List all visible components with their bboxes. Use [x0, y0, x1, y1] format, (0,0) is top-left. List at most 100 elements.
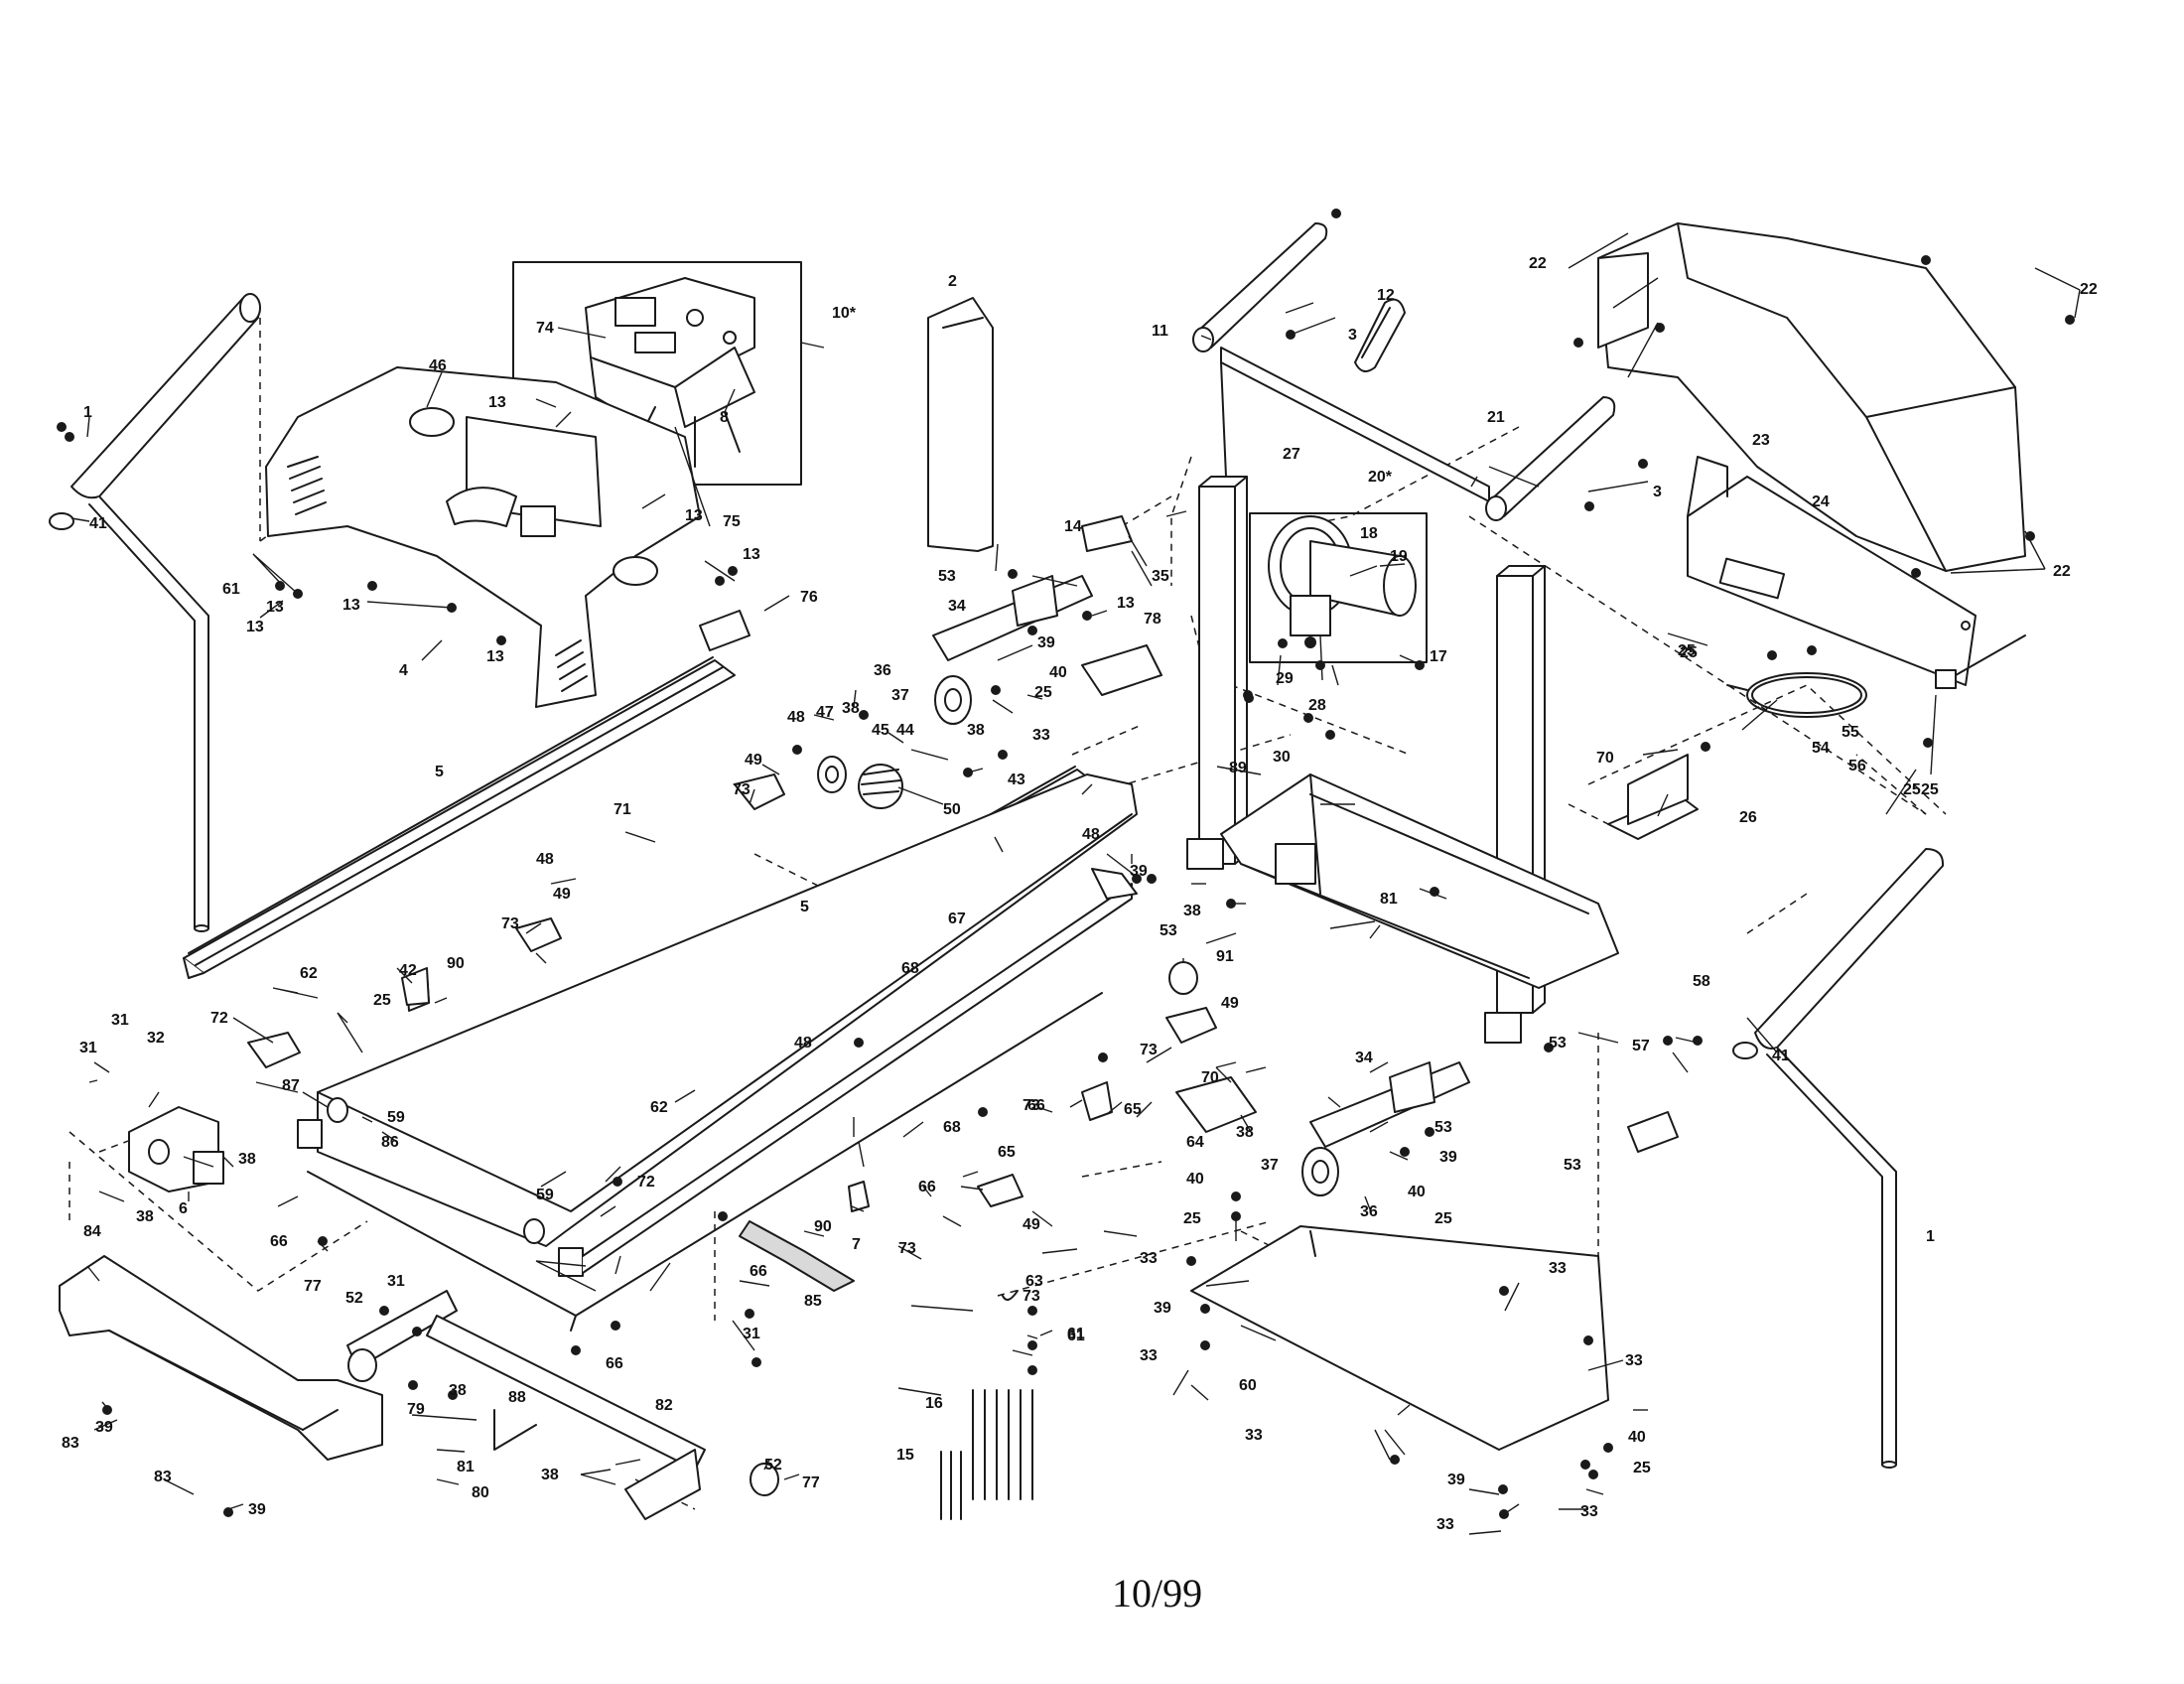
callout-63: 63 [1025, 1273, 1043, 1290]
motor-hood [1597, 222, 2026, 572]
callout-55: 55 [1842, 724, 1859, 741]
callout-87: 87 [282, 1077, 300, 1094]
callout-43: 43 [1008, 772, 1025, 788]
callout-56: 56 [1848, 758, 1866, 774]
callout-38f: 38 [136, 1208, 154, 1225]
callout-67: 67 [948, 911, 966, 927]
callout-31b: 31 [743, 1326, 760, 1342]
fasteners [493, 1220, 1033, 1520]
callout-70b: 70 [1201, 1069, 1219, 1086]
callout-70: 70 [1596, 750, 1614, 767]
callout-1b: 1 [1926, 1228, 1935, 1245]
callout-84: 84 [83, 1223, 101, 1240]
callout-19: 19 [1390, 548, 1408, 565]
callout-35: 35 [1152, 568, 1169, 585]
callout-62: 62 [300, 965, 318, 982]
callout-13: 13 [488, 394, 506, 411]
callout-33c: 33 [1549, 1260, 1567, 1277]
flywheel [858, 764, 903, 809]
callout-48c: 48 [787, 709, 805, 726]
right-handrail [1732, 848, 1945, 1469]
callout-54: 54 [1812, 740, 1830, 757]
base-frame [297, 773, 1138, 1277]
callout-5a: 5 [435, 764, 444, 780]
callout-34b: 34 [1355, 1050, 1373, 1066]
callout-33d: 33 [1625, 1352, 1643, 1369]
callout-40b: 40 [1408, 1184, 1426, 1200]
callout-26: 26 [1739, 809, 1757, 826]
callout-13g: 13 [1117, 595, 1135, 612]
callout-75: 75 [723, 513, 741, 530]
callout-72: 72 [210, 1010, 228, 1027]
callout-7: 7 [852, 1236, 861, 1253]
power-cord [1726, 634, 2026, 718]
callout-49d: 49 [1023, 1216, 1040, 1233]
callout-13d: 13 [486, 648, 504, 665]
callout-1: 1 [83, 404, 92, 421]
callout-2: 2 [948, 273, 957, 290]
callout-25b: 25 [1034, 684, 1052, 701]
callout-33h: 33 [1436, 1516, 1454, 1533]
callout-40: 40 [1049, 664, 1067, 681]
callout-73: 73 [501, 915, 519, 932]
callout-13f: 13 [743, 546, 760, 563]
deck-panel [307, 992, 1103, 1332]
callout-40c: 40 [1186, 1171, 1204, 1188]
drive-belt [1354, 298, 1406, 372]
callout-33e: 33 [1140, 1347, 1158, 1364]
callout-66b: 66 [918, 1179, 936, 1195]
callout-25h: 25 [1680, 644, 1698, 661]
callout-60: 60 [1239, 1377, 1257, 1394]
callout-22c: 22 [2053, 563, 2071, 580]
leader-lines [70, 232, 2081, 1535]
callout-53d: 53 [1434, 1119, 1452, 1136]
callout-24: 24 [1812, 493, 1830, 510]
callout-85: 85 [804, 1293, 822, 1310]
callout-59: 59 [387, 1109, 405, 1126]
callout-79: 79 [407, 1401, 425, 1418]
front-roller-bracket-right [1301, 1061, 1470, 1196]
callout-48b: 48 [1082, 826, 1100, 843]
callout-68: 68 [901, 960, 919, 977]
front-guard-plate [1190, 1225, 1609, 1451]
callout-13e: 13 [685, 507, 703, 524]
callout-34: 34 [948, 598, 966, 615]
callout-30: 30 [1273, 749, 1291, 766]
callout-86: 86 [381, 1134, 399, 1151]
callout-47: 47 [816, 704, 834, 721]
hood-bracket [1687, 456, 1977, 686]
hardware-dots [57, 209, 2075, 1519]
callout-8: 8 [720, 409, 729, 426]
callout-83: 83 [62, 1435, 79, 1452]
callout-44: 44 [896, 722, 914, 739]
callout-18: 18 [1360, 525, 1378, 542]
callout-25e: 25 [1633, 1460, 1651, 1476]
callout-73e: 73 [898, 1240, 916, 1257]
callout-25i: 25 [1921, 781, 1939, 798]
callout-16: 16 [925, 1395, 943, 1412]
callout-81b: 81 [1380, 891, 1398, 908]
callout-62b: 62 [650, 1099, 668, 1116]
callout-64: 64 [1186, 1134, 1204, 1151]
callout-5b: 5 [800, 899, 809, 915]
callout-61c: 61 [1067, 1326, 1085, 1342]
callout-33: 33 [1140, 1250, 1158, 1267]
callout-31c: 31 [387, 1273, 405, 1290]
callout-28: 28 [1308, 697, 1326, 714]
callout-66c: 66 [1027, 1097, 1045, 1114]
left-upright [1186, 476, 1248, 870]
diagram-date-code: 10/99 [1112, 1571, 1202, 1615]
callout-6: 6 [179, 1200, 188, 1217]
walking-belt [927, 297, 994, 552]
callout-53: 53 [938, 568, 956, 585]
console-detail-box [512, 261, 802, 486]
callout-71: 71 [614, 801, 631, 818]
callout-89: 89 [1229, 760, 1247, 776]
callout-65: 65 [1124, 1101, 1142, 1118]
callout-73f: 73 [1023, 1288, 1040, 1305]
callout-14: 14 [1064, 518, 1082, 535]
callout-76: 76 [800, 589, 818, 606]
rear-leveler-arm [346, 1290, 779, 1520]
callout-36: 36 [874, 662, 891, 679]
